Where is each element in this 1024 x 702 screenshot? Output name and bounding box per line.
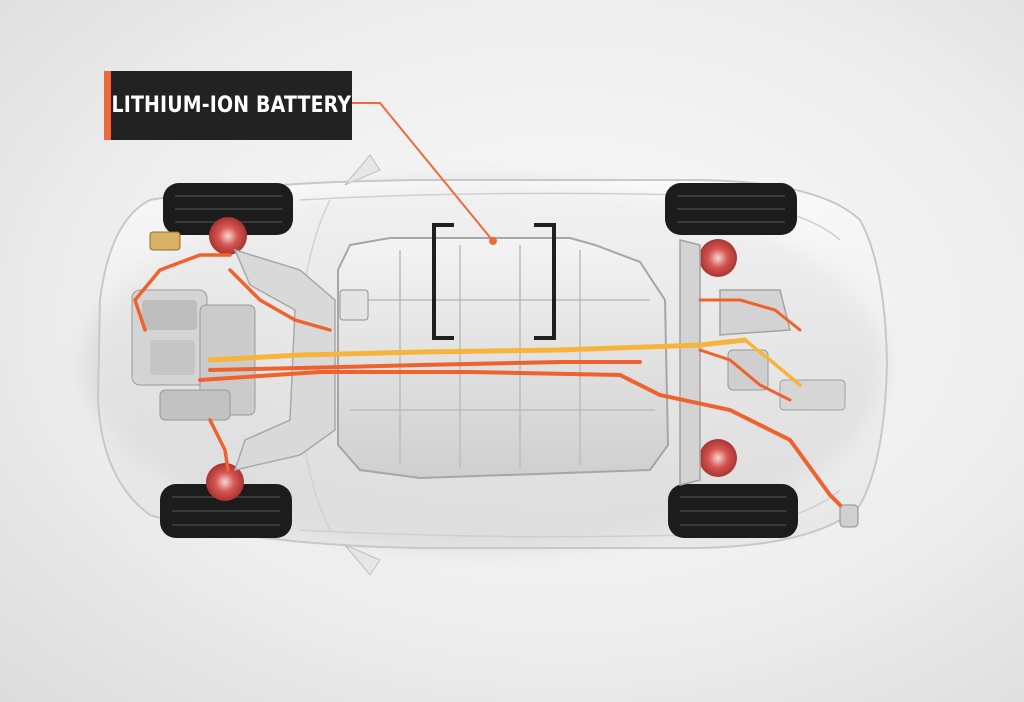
side-mirror-left [344, 154, 381, 186]
battery-callout-label: LITHIUM-ION BATTERY [104, 71, 352, 140]
callout-leader-line [352, 102, 497, 245]
brake-disc-front-left [209, 217, 247, 255]
brake-disc-front-right [206, 463, 244, 501]
high-voltage-cables [133, 253, 852, 517]
charge-port [839, 504, 859, 528]
side-mirror-right [344, 544, 381, 576]
front-subframe [233, 248, 336, 472]
rear-subframe [679, 239, 791, 486]
battery-pack-ribs [350, 245, 655, 468]
battery-highlight-bracket [432, 223, 556, 340]
callout-text: LITHIUM-ION BATTERY [111, 93, 352, 118]
brake-disc-rear-left [699, 239, 737, 277]
battery-connector [339, 289, 369, 321]
battery-pack [337, 237, 670, 480]
brake-disc-rear-right [699, 439, 737, 477]
rear-motor-unit [727, 349, 846, 411]
